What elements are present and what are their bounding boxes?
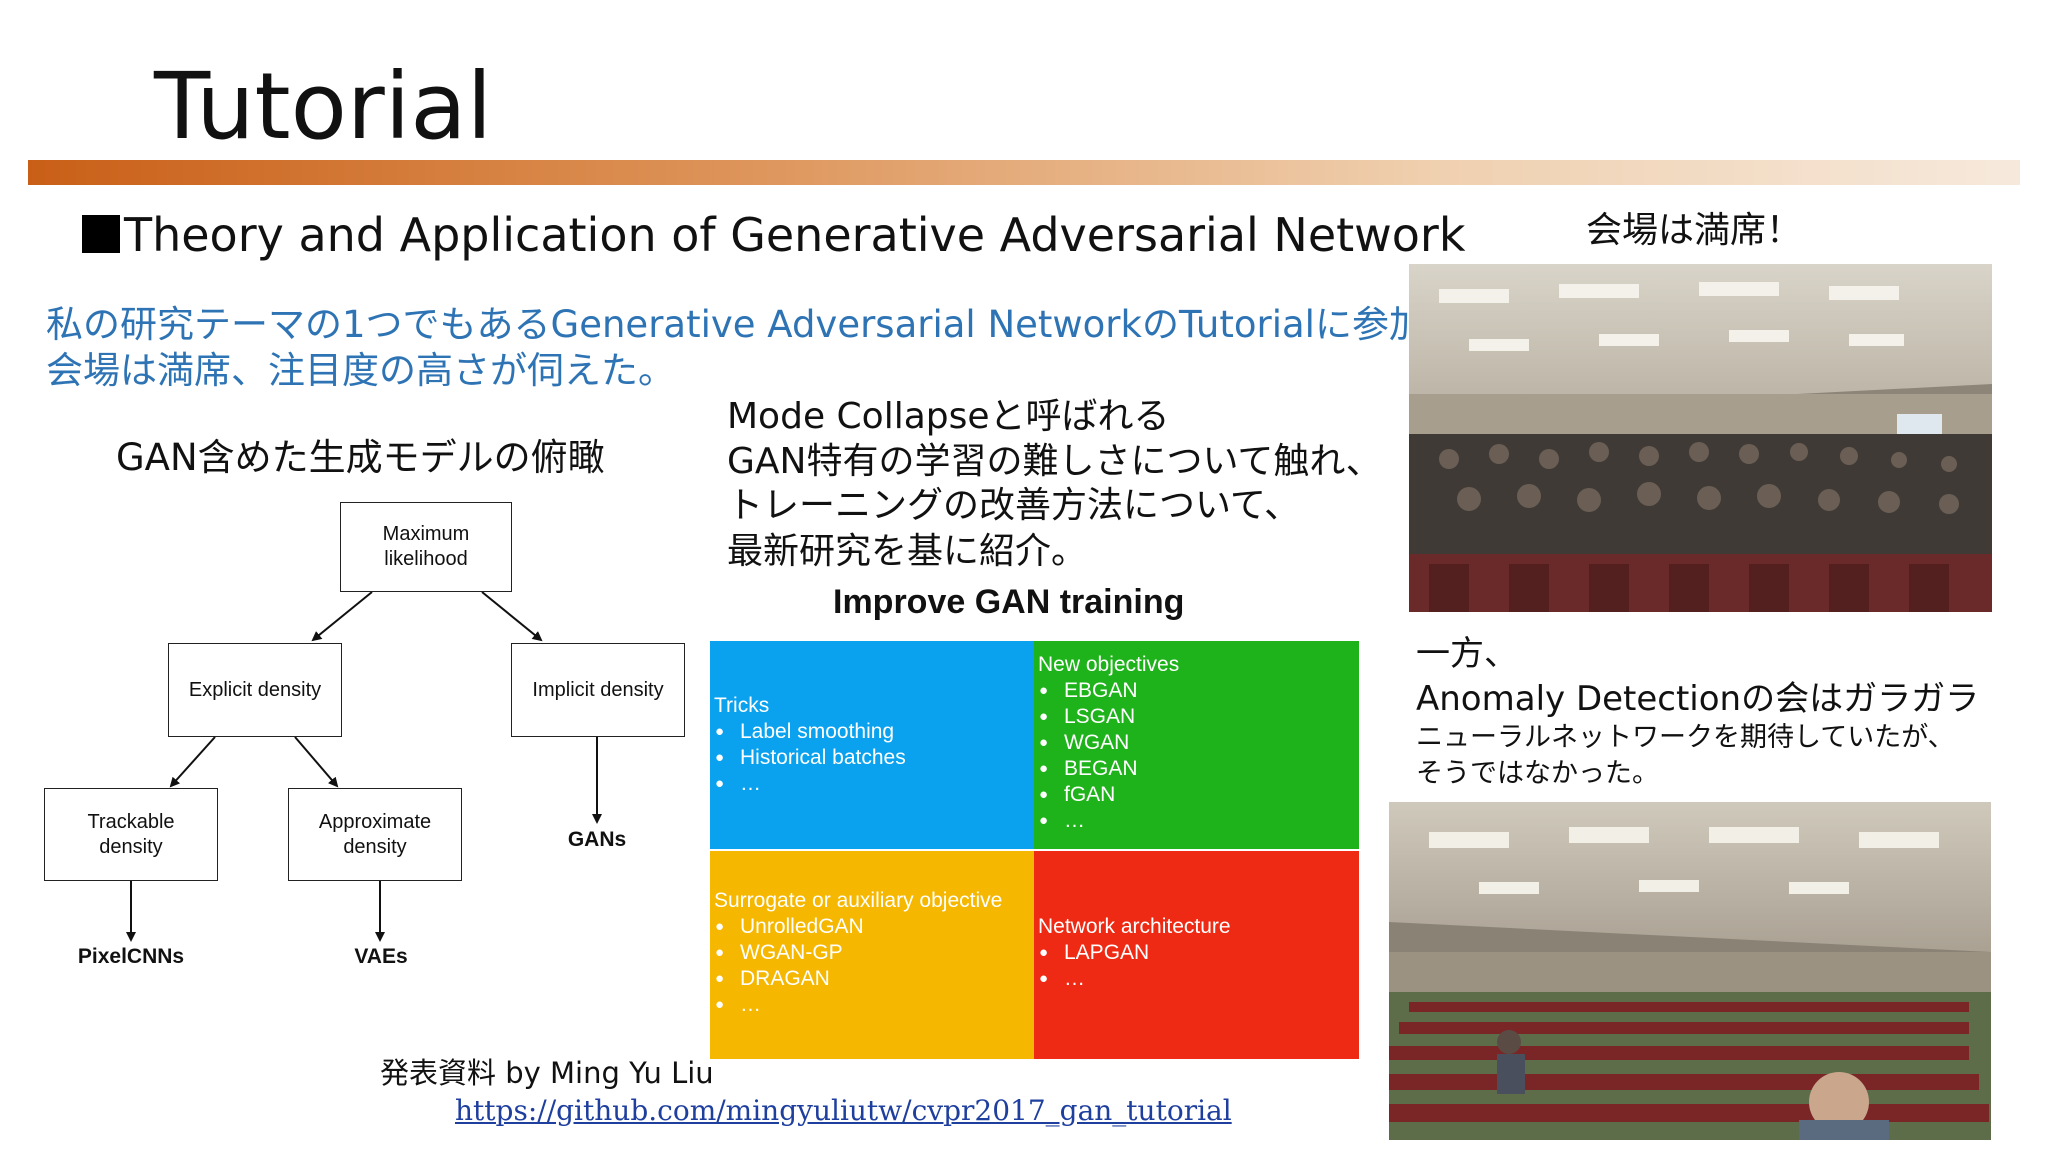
square-bullet-icon bbox=[82, 215, 120, 253]
arrow-root-explicit bbox=[311, 591, 373, 642]
side-note-line-1: ニューラルネットワークを期待していたが、 bbox=[1416, 722, 1955, 753]
intro-line-1: 私の研究テーマの1つでもあるGenerative Adversarial Net… bbox=[46, 303, 1463, 346]
node-label: density bbox=[99, 835, 163, 858]
mode-collapse-line-4: 最新研究を基に紹介。 bbox=[727, 531, 1088, 572]
quadrant-title: Tricks bbox=[714, 694, 770, 717]
list-item: … bbox=[1038, 808, 1359, 834]
list-item: WGAN-GP bbox=[714, 940, 1034, 966]
quadrant-title: New objectives bbox=[1038, 653, 1180, 676]
leaf-pixelcnns: PixelCNNs bbox=[77, 945, 185, 968]
improve-gan-title: Improve GAN training bbox=[833, 583, 1185, 621]
list-item: EBGAN bbox=[1038, 678, 1359, 704]
list-item: … bbox=[714, 771, 1034, 797]
intro-line-2: 会場は満席、注目度の高さが伺えた。 bbox=[46, 349, 675, 392]
node-label: likelihood bbox=[384, 548, 468, 570]
list-item: … bbox=[1038, 966, 1359, 992]
mode-collapse-line-3: トレーニングの改善方法について、 bbox=[727, 485, 1301, 526]
leaf-vaes: VAEs bbox=[354, 945, 408, 968]
list-item: WGAN bbox=[1038, 730, 1359, 756]
quadrant-new-objectives: New objectives EBGAN LSGAN WGAN BEGAN fG… bbox=[1034, 641, 1359, 849]
node-label: density bbox=[343, 835, 407, 858]
diagram-caption: GAN含めた生成モデルの俯瞰 bbox=[116, 436, 605, 479]
arrow-root-implicit bbox=[481, 591, 543, 642]
quadrant-title: Network architecture bbox=[1038, 915, 1231, 938]
section-heading-text: Theory and Application of Generative Adv… bbox=[124, 208, 1466, 262]
photo-full-lecture-hall bbox=[1409, 264, 1992, 612]
arrow-explicit-approximate bbox=[294, 736, 339, 788]
quadrant-tricks: Tricks Label smoothing Historical batche… bbox=[710, 641, 1034, 849]
quadrant-title: Surrogate or auxiliary objective bbox=[714, 889, 1003, 912]
node-label: Maximum bbox=[382, 523, 470, 545]
photo-empty-lecture-hall bbox=[1389, 802, 1991, 1140]
node-implicit-density: Implicit density bbox=[511, 643, 685, 737]
list-item: Label smoothing bbox=[714, 719, 1034, 745]
node-label: Explicit density bbox=[188, 678, 322, 701]
side-heading-meanwhile: 一方、 bbox=[1416, 634, 1518, 674]
credit-text: 発表資料 by Ming Yu Liu bbox=[380, 1056, 714, 1090]
node-label: Trackable bbox=[87, 810, 175, 833]
list-item: Historical batches bbox=[714, 745, 1034, 771]
list-item: DRAGAN bbox=[714, 966, 1034, 992]
node-label: Implicit density bbox=[532, 678, 664, 701]
section-heading: Theory and Application of Generative Adv… bbox=[82, 205, 1465, 265]
quadrant-network-architecture: Network architecture LAPGAN … bbox=[1034, 851, 1359, 1059]
mode-collapse-line-1: Mode Collapseと呼ばれる bbox=[727, 396, 1170, 437]
list-item: LAPGAN bbox=[1038, 940, 1359, 966]
list-item: BEGAN bbox=[1038, 756, 1359, 782]
side-note-line-2: そうではなかった。 bbox=[1416, 758, 1659, 789]
node-maximum-likelihood: Maximum likelihood bbox=[340, 502, 512, 592]
photo-caption-full-room: 会場は満席！ bbox=[1586, 210, 1803, 251]
node-label: Approximate bbox=[318, 810, 432, 833]
node-explicit-density: Explicit density bbox=[168, 643, 342, 737]
list-item: UnrolledGAN bbox=[714, 914, 1034, 940]
side-heading-anomaly: Anomaly Detectionの会はガラガラ bbox=[1416, 679, 1980, 719]
list-item: … bbox=[714, 992, 1034, 1018]
list-item: fGAN bbox=[1038, 782, 1359, 808]
slide-title: Tutorial bbox=[154, 53, 493, 160]
quadrant-surrogate-objective: Surrogate or auxiliary objective Unrolle… bbox=[710, 851, 1034, 1059]
leaf-gans: GANs bbox=[567, 828, 627, 851]
tutorial-link[interactable]: https://github.com/mingyuliutw/cvpr2017_… bbox=[455, 1094, 1232, 1127]
arrow-explicit-trackable bbox=[169, 736, 216, 788]
title-gradient-bar bbox=[28, 160, 2020, 185]
mode-collapse-line-2: GAN特有の学習の難しさについて触れ、 bbox=[727, 441, 1382, 482]
list-item: LSGAN bbox=[1038, 704, 1359, 730]
